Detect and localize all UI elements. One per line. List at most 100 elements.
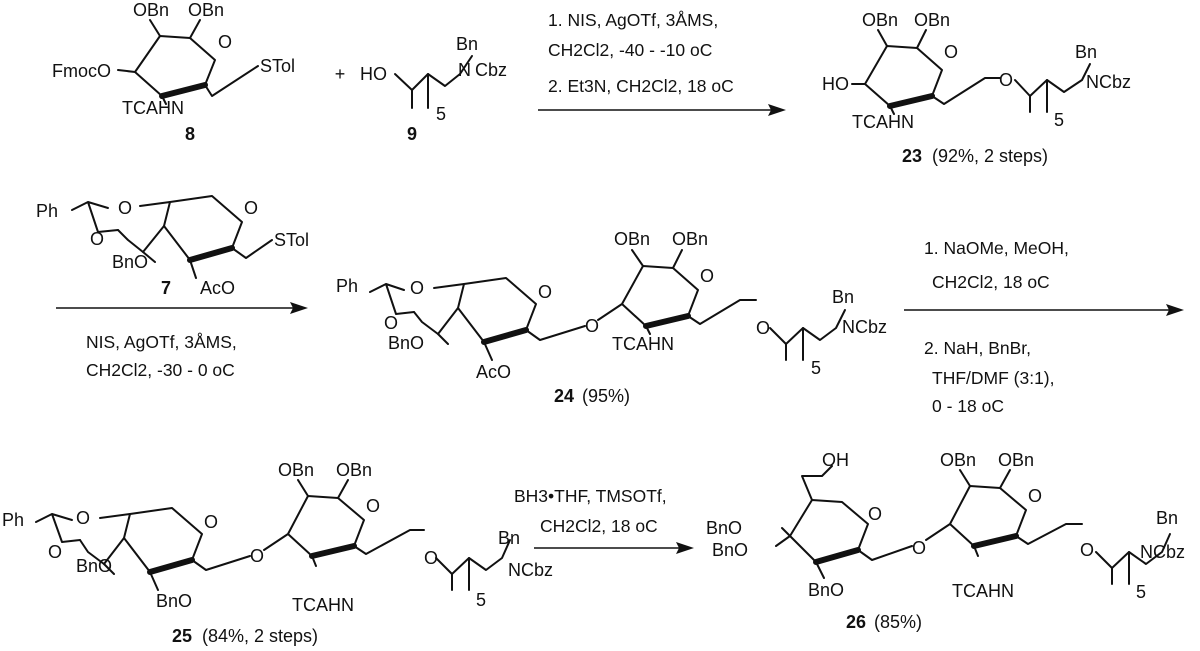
compound-26-oh: OH bbox=[822, 450, 849, 470]
compound-25-interglycosidic-o: O bbox=[250, 546, 264, 566]
compound-23-obn-6: OBn bbox=[914, 10, 950, 30]
compound-26-glycosidic-o: O bbox=[1080, 540, 1094, 560]
compound-26: OH BnO BnO O BnO O OBn OBn O TCAHN O Bn … bbox=[706, 450, 1185, 632]
compound-25-ph: Ph bbox=[2, 510, 24, 530]
step3-line1: 1. NaOMe, MeOH, bbox=[924, 238, 1069, 258]
compound-24-obn-4: OBn bbox=[614, 229, 650, 249]
compound-23-yield: (92%, 2 steps) bbox=[932, 146, 1048, 166]
compound-25-subscript-5: 5 bbox=[476, 590, 486, 610]
compound-26-ring-oxygen-2: O bbox=[1028, 486, 1042, 506]
compound-24-obn-6: OBn bbox=[672, 229, 708, 249]
compound-9-ho: HO bbox=[360, 64, 387, 84]
compound-23-subscript-5: 5 bbox=[1054, 110, 1064, 130]
compound-25-nhtca: TCAHN bbox=[292, 595, 354, 615]
compound-24-yield: (95%) bbox=[582, 386, 630, 406]
compound-24-ncbz: NCbz bbox=[842, 317, 887, 337]
compound-24-nhtca: TCAHN bbox=[612, 334, 674, 354]
compound-25-ncbz: NCbz bbox=[508, 560, 553, 580]
step2-line1: NIS, AgOTf, 3ÅMS, bbox=[86, 332, 237, 352]
compound-8-ring-oxygen: O bbox=[218, 32, 232, 52]
compound-24-ring-oxygen-1: O bbox=[538, 282, 552, 302]
compound-25-bn: Bn bbox=[498, 528, 520, 548]
compound-7-ring-oxygen: O bbox=[244, 198, 258, 218]
compound-9-cbz: Cbz bbox=[475, 60, 507, 80]
compound-24-acetal-o-bottom: O bbox=[384, 313, 398, 333]
compound-23-ring-oxygen: O bbox=[944, 42, 958, 62]
compound-25-glycosidic-o: O bbox=[424, 548, 438, 568]
compound-23: OBn OBn HO O TCAHN O Bn NCbz 5 23 (92%, … bbox=[822, 10, 1131, 166]
compound-25-yield: (84%, 2 steps) bbox=[202, 626, 318, 646]
compound-8-stol: STol bbox=[260, 56, 295, 76]
compound-26-nhtca: TCAHN bbox=[952, 581, 1014, 601]
compound-23-ho: HO bbox=[822, 74, 849, 94]
step4-line1: BH3•THF, TMSOTf, bbox=[514, 486, 667, 506]
compound-24-aco: AcO bbox=[476, 362, 511, 382]
compound-8-number: 8 bbox=[185, 124, 195, 144]
step1-line2: CH2Cl2, -40 - -10 oC bbox=[548, 40, 712, 60]
compound-26-subscript-5: 5 bbox=[1136, 582, 1146, 602]
plus-sign: + bbox=[335, 64, 346, 84]
compound-9-bn: Bn bbox=[456, 34, 478, 54]
compound-26-ring-oxygen-1: O bbox=[868, 504, 882, 524]
compound-9: HO N Cbz Bn 5 9 bbox=[360, 34, 507, 144]
step1-line3: 2. Et3N, CH2Cl2, 18 oC bbox=[548, 76, 734, 96]
compound-7-acetal-o-top: O bbox=[118, 198, 132, 218]
compound-8-nhtca: TCAHN bbox=[122, 98, 184, 118]
compound-23-nhtca: TCAHN bbox=[852, 112, 914, 132]
compound-25-ring-oxygen-1: O bbox=[204, 512, 218, 532]
step2: NIS, AgOTf, 3ÅMS, CH2Cl2, -30 - 0 oC bbox=[56, 302, 308, 380]
compound-24-ring-oxygen-2: O bbox=[700, 266, 714, 286]
compound-25: Ph O O BnO O BnO O OBn OBn O TCAHN O Bn … bbox=[2, 460, 553, 646]
compound-26-yield: (85%) bbox=[874, 612, 922, 632]
step3-line5: 0 - 18 oC bbox=[932, 396, 1004, 416]
compound-7-ph: Ph bbox=[36, 201, 58, 221]
step2-line2: CH2Cl2, -30 - 0 oC bbox=[86, 360, 235, 380]
compound-24-bn: Bn bbox=[832, 287, 854, 307]
compound-23-glycosidic-o: O bbox=[999, 70, 1013, 90]
compound-24: Ph O O BnO O AcO O OBn OBn O TCAHN O Bn … bbox=[336, 229, 887, 406]
compound-7-aco: AcO bbox=[200, 278, 235, 298]
compound-26-bno-3: BnO bbox=[712, 540, 748, 560]
compound-24-acetal-o-top: O bbox=[410, 278, 424, 298]
step4: BH3•THF, TMSOTf, CH2Cl2, 18 oC bbox=[514, 486, 694, 554]
compound-25-number: 25 bbox=[172, 626, 192, 646]
compound-25-acetal-o-top: O bbox=[76, 508, 90, 528]
compound-24-ph: Ph bbox=[336, 276, 358, 296]
compound-8-obn-4: OBn bbox=[133, 0, 169, 20]
compound-7-stol: STol bbox=[274, 230, 309, 250]
compound-25-obn-6: OBn bbox=[336, 460, 372, 480]
step3-line2: CH2Cl2, 18 oC bbox=[932, 272, 1050, 292]
compound-7-acetal-o-bottom: O bbox=[90, 229, 104, 249]
compound-23-number: 23 bbox=[902, 146, 922, 166]
compound-8-fmoco: FmocO bbox=[52, 61, 111, 81]
compound-26-obn-4: OBn bbox=[940, 450, 976, 470]
compound-24-glycosidic-o: O bbox=[756, 318, 770, 338]
compound-24-subscript-5: 5 bbox=[811, 358, 821, 378]
compound-24-number: 24 bbox=[554, 386, 574, 406]
compound-25-bno-3: BnO bbox=[76, 556, 112, 576]
compound-26-bn: Bn bbox=[1156, 508, 1178, 528]
step3: 1. NaOMe, MeOH, CH2Cl2, 18 oC 2. NaH, Bn… bbox=[904, 238, 1184, 416]
compound-25-obn-4: OBn bbox=[278, 460, 314, 480]
compound-25-acetal-o-bottom: O bbox=[48, 542, 62, 562]
step3-line3: 2. NaH, BnBr, bbox=[924, 338, 1031, 358]
compound-7-number: 7 bbox=[161, 278, 171, 298]
step1: 1. NIS, AgOTf, 3ÅMS, CH2Cl2, -40 - -10 o… bbox=[538, 10, 786, 116]
compound-24-bno: BnO bbox=[388, 333, 424, 353]
compound-7: Ph O O BnO O STol AcO 7 bbox=[36, 195, 309, 298]
compound-8-obn-6: OBn bbox=[188, 0, 224, 20]
compound-26-interglycosidic-o: O bbox=[912, 538, 926, 558]
compound-8: OBn OBn FmocO O TCAHN STol 8 bbox=[52, 0, 295, 144]
compound-25-bno-2: BnO bbox=[156, 591, 192, 611]
compound-9-n: N bbox=[458, 60, 471, 80]
step3-line4: THF/DMF (3:1), bbox=[932, 368, 1055, 388]
compound-9-subscript-5: 5 bbox=[436, 104, 446, 124]
compound-9-number: 9 bbox=[407, 124, 417, 144]
compound-24-interglycosidic-o: O bbox=[585, 316, 599, 336]
compound-7-bno: BnO bbox=[112, 252, 148, 272]
compound-23-obn-4: OBn bbox=[862, 10, 898, 30]
compound-26-bno-2: BnO bbox=[808, 580, 844, 600]
compound-25-ring-oxygen-2: O bbox=[366, 496, 380, 516]
compound-26-obn-6: OBn bbox=[998, 450, 1034, 470]
